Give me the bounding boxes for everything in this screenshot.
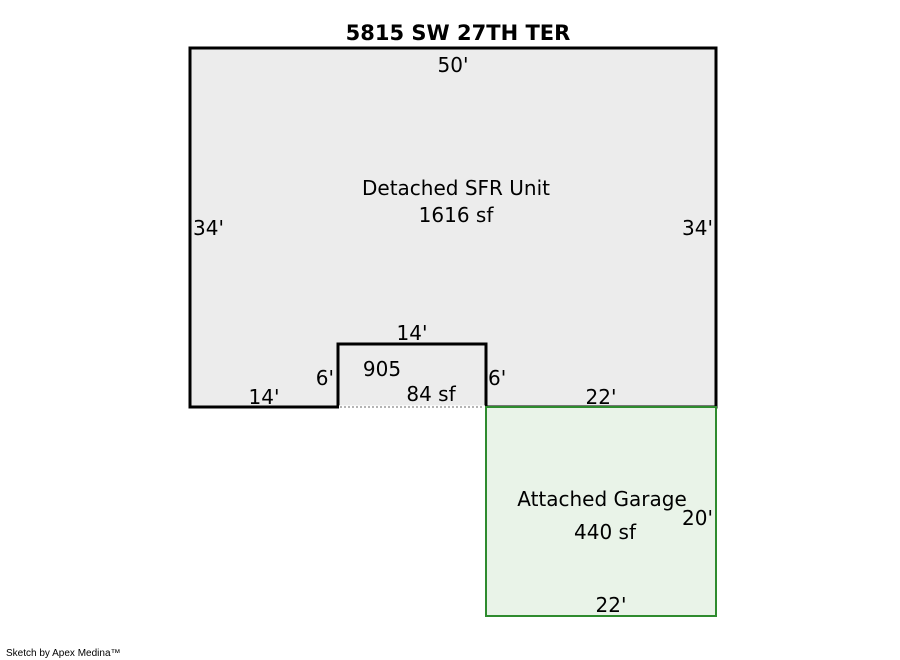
dim-bottom-right-22: 22' [586, 385, 617, 409]
main-unit-name-label: Detached SFR Unit [362, 176, 550, 200]
dim-top-50: 50' [438, 53, 469, 77]
dim-bottom-left-14: 14' [249, 385, 280, 409]
dim-addition-top-14: 14' [397, 321, 428, 345]
dim-garage-bottom-22: 22' [596, 593, 627, 617]
main-unit-area-label: 1616 sf [419, 203, 495, 227]
attached-garage-shape [485, 406, 717, 617]
dim-addition-left-6: 6' [316, 366, 334, 390]
addition-area-label: 84 sf [406, 382, 456, 406]
addition-code-label: 905 [363, 357, 401, 381]
property-address-title: 5815 SW 27TH TER [346, 21, 571, 45]
dim-addition-right-6: 6' [488, 366, 506, 390]
dim-garage-right-20: 20' [682, 506, 713, 530]
garage-name-label: Attached Garage [517, 487, 687, 511]
sketch-credit: Sketch by Apex Medina™ [6, 648, 121, 659]
garage-area-label: 440 sf [574, 520, 637, 544]
addition-905-shape [336, 342, 488, 409]
dim-right-34: 34' [682, 216, 713, 240]
dim-left-34: 34' [193, 216, 224, 240]
